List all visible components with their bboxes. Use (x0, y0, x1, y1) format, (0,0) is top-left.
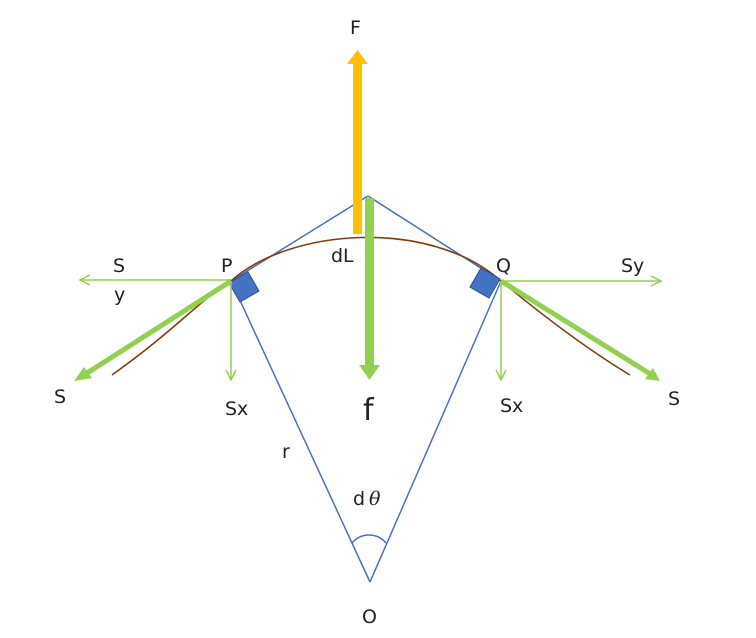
label-Sx-left: Sx (225, 398, 248, 420)
radius-line-OP (230, 280, 371, 583)
label-d: d (353, 488, 365, 510)
label-F: F (350, 17, 361, 39)
radius-line-OQ (369, 280, 502, 583)
tension-S-left-arrowhead (74, 367, 92, 381)
right-angle-mark-Q (469, 267, 501, 299)
label-Sy-right: Sy (621, 255, 644, 277)
force-F-shaft (353, 62, 362, 234)
label-theta: θ (369, 488, 381, 510)
right-angle-mark-P (228, 271, 260, 303)
tension-S-right-arrowhead (645, 368, 660, 381)
angle-arc (351, 534, 387, 544)
tension-S-left-line (82, 278, 233, 378)
tangent-line-P (230, 195, 369, 282)
force-f-arrowhead (359, 365, 380, 380)
label-Sy-left-subscript: y (114, 284, 125, 306)
label-O: O (362, 606, 377, 628)
label-dL: dL (331, 245, 354, 267)
tangent-line-Q (367, 195, 502, 282)
label-f: f (363, 393, 375, 428)
string-arc (111, 236, 631, 376)
tension-S-right-line (499, 278, 654, 378)
label-r: r (282, 441, 290, 463)
label-S-right: S (668, 388, 680, 410)
label-Sx-right: Sx (500, 395, 523, 417)
force-F-arrowhead (347, 50, 368, 64)
label-P: P (221, 255, 232, 277)
label-Sy-left-S: S (113, 255, 125, 277)
label-S-left: S (54, 386, 66, 408)
label-Q: Q (496, 255, 511, 277)
force-f-shaft (365, 198, 374, 366)
